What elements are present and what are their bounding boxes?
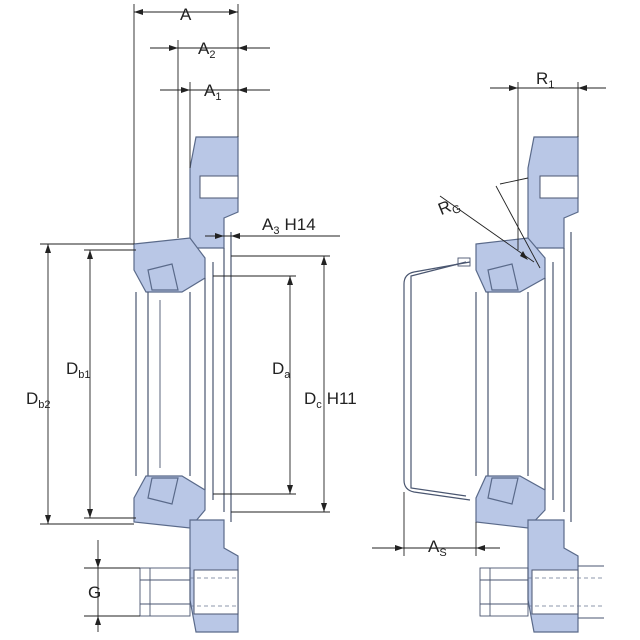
left-lower-bolt-hole bbox=[193, 569, 239, 615]
right-upper-seal bbox=[487, 263, 519, 291]
right-bolt bbox=[479, 565, 604, 619]
left-bolt bbox=[139, 567, 238, 617]
label-db1: Db1 bbox=[66, 359, 91, 381]
label-as: AS bbox=[428, 537, 447, 559]
label-r1: R1 bbox=[536, 69, 554, 91]
right-section-view bbox=[403, 136, 604, 633]
left-upper-seal bbox=[147, 263, 179, 291]
right-dimensions bbox=[372, 82, 606, 556]
label-da: Da bbox=[272, 359, 291, 381]
left-upper-bolt-hole bbox=[199, 175, 239, 199]
label-rg: RG bbox=[435, 194, 463, 222]
label-a: A bbox=[180, 5, 192, 24]
right-lower-seal bbox=[487, 477, 519, 505]
left-section-view bbox=[133, 136, 239, 633]
label-a1: A1 bbox=[204, 81, 221, 103]
right-end-cover bbox=[403, 261, 471, 501]
right-upper-bolt-hole bbox=[539, 175, 579, 199]
label-a2: A2 bbox=[198, 39, 215, 61]
left-dimensions bbox=[40, 4, 340, 632]
label-g: G bbox=[88, 583, 101, 602]
left-lower-seal bbox=[147, 477, 179, 505]
label-db2: Db2 bbox=[26, 389, 51, 411]
right-lower-bolt-hole bbox=[531, 569, 579, 615]
